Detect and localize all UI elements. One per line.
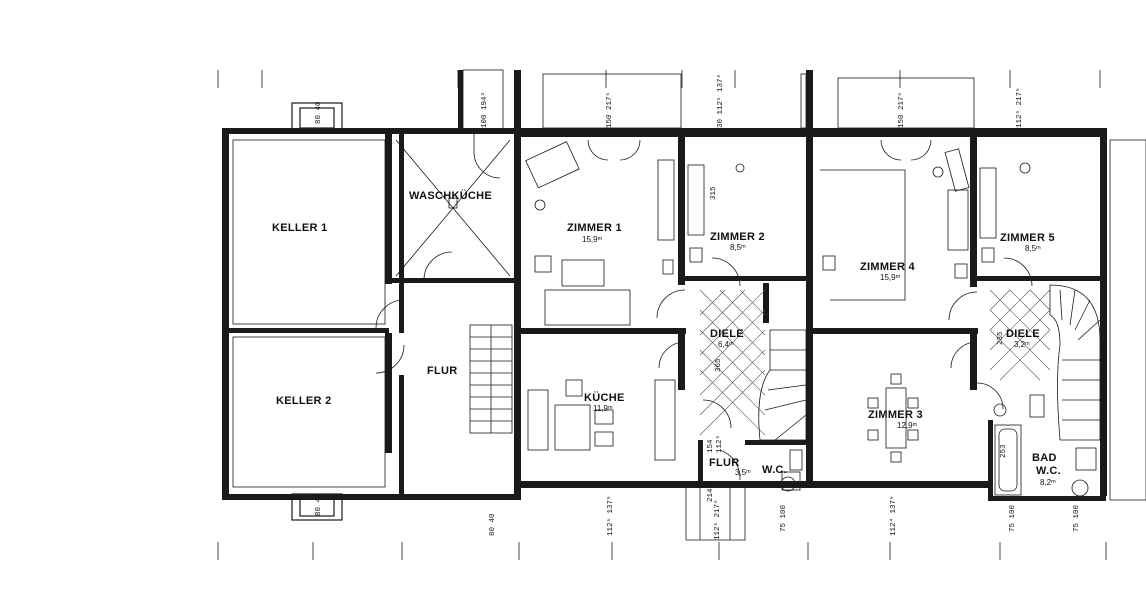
wc1-label: W.C. [762,464,787,476]
diele1-area: 6,4ᵐ [718,340,734,349]
diele2-label: DIELE [1006,328,1040,340]
kueche-area: 11,9ᵐ [593,404,613,413]
dim-80-40-top: 80 40 [315,101,323,124]
zimmer1-label: ZIMMER 1 [567,222,622,234]
dim-365: 365 [715,358,723,372]
dim-1125-c: 112⁵ [715,435,724,453]
dim-150-2173-a: 150 217⁵ [605,92,614,128]
dim-235: 235 [997,331,1005,345]
unit-a-walls [521,70,813,488]
zimmer2-area: 8,5ᵐ [730,243,746,252]
basement-details [232,69,513,488]
keller1-label: KELLER 1 [272,222,328,234]
flur-ground-label: FLUR [709,457,740,469]
dim-75-100-c: 75 100 [1073,504,1081,532]
diele2-area: 3,2ᵐ [1014,340,1030,349]
flur-ground-area: 3,5ᵐ [735,468,751,477]
zimmer4-area: 15,9ᵐ [880,273,901,282]
zimmer4-label: ZIMMER 4 [860,261,916,273]
waschkueche-label: WASCHKÜCHE [409,189,492,202]
keller2-label: KELLER 2 [276,395,332,407]
kueche-label: KÜCHE [584,391,625,404]
zimmer5-label: ZIMMER 5 [1000,232,1055,244]
dim-1124-1373: 112⁴ 137⁵ [889,495,898,536]
dim-2149: 214⁹ [706,484,715,502]
unit-b-details [820,77,1146,501]
unit-b-walls [813,128,1107,501]
dim-150-2173-b: 150 217⁵ [897,92,906,128]
dim-75-100-a: 75 100 [780,504,788,532]
basement-walls [222,70,521,521]
dim-75-100-b: 75 100 [1009,504,1017,532]
dim-1125-2173: 112⁵ 217⁵ [1015,87,1024,128]
unit-a-details [525,73,807,541]
dim-154: 154 [707,439,715,453]
zimmer5-area: 8,5ᵐ [1025,244,1041,253]
dim-80-40-bottom: 80 40 [315,493,323,516]
dim-100-1943: 100 194³ [480,92,489,128]
dim-30-1125-1373: 30 112⁵ 137⁵ [716,74,725,128]
wc2-label: W.C. [1036,465,1061,477]
bad-area: 8,2ᵐ [1040,478,1056,487]
zimmer3-area: 12,9ᵐ [897,421,918,430]
flur-basement-label: FLUR [427,365,458,377]
dim-1125-1373-a: 112⁵ 137⁵ [606,495,615,536]
bad-label: BAD [1032,452,1057,464]
zimmer2-label: ZIMMER 2 [710,231,765,243]
dim-315: 315 [710,186,718,200]
zimmer3-label: ZIMMER 3 [868,409,923,421]
dim-1125-2173-b: 112⁵ 217⁵ [713,499,722,540]
dim-253: 253 [1000,444,1008,458]
dim-80-40-flur: 80 40 [489,513,497,536]
zimmer1-area: 15,9ᵐ [582,235,603,244]
dimension-ticks [217,70,1107,560]
diele1-label: DIELE [710,328,744,340]
